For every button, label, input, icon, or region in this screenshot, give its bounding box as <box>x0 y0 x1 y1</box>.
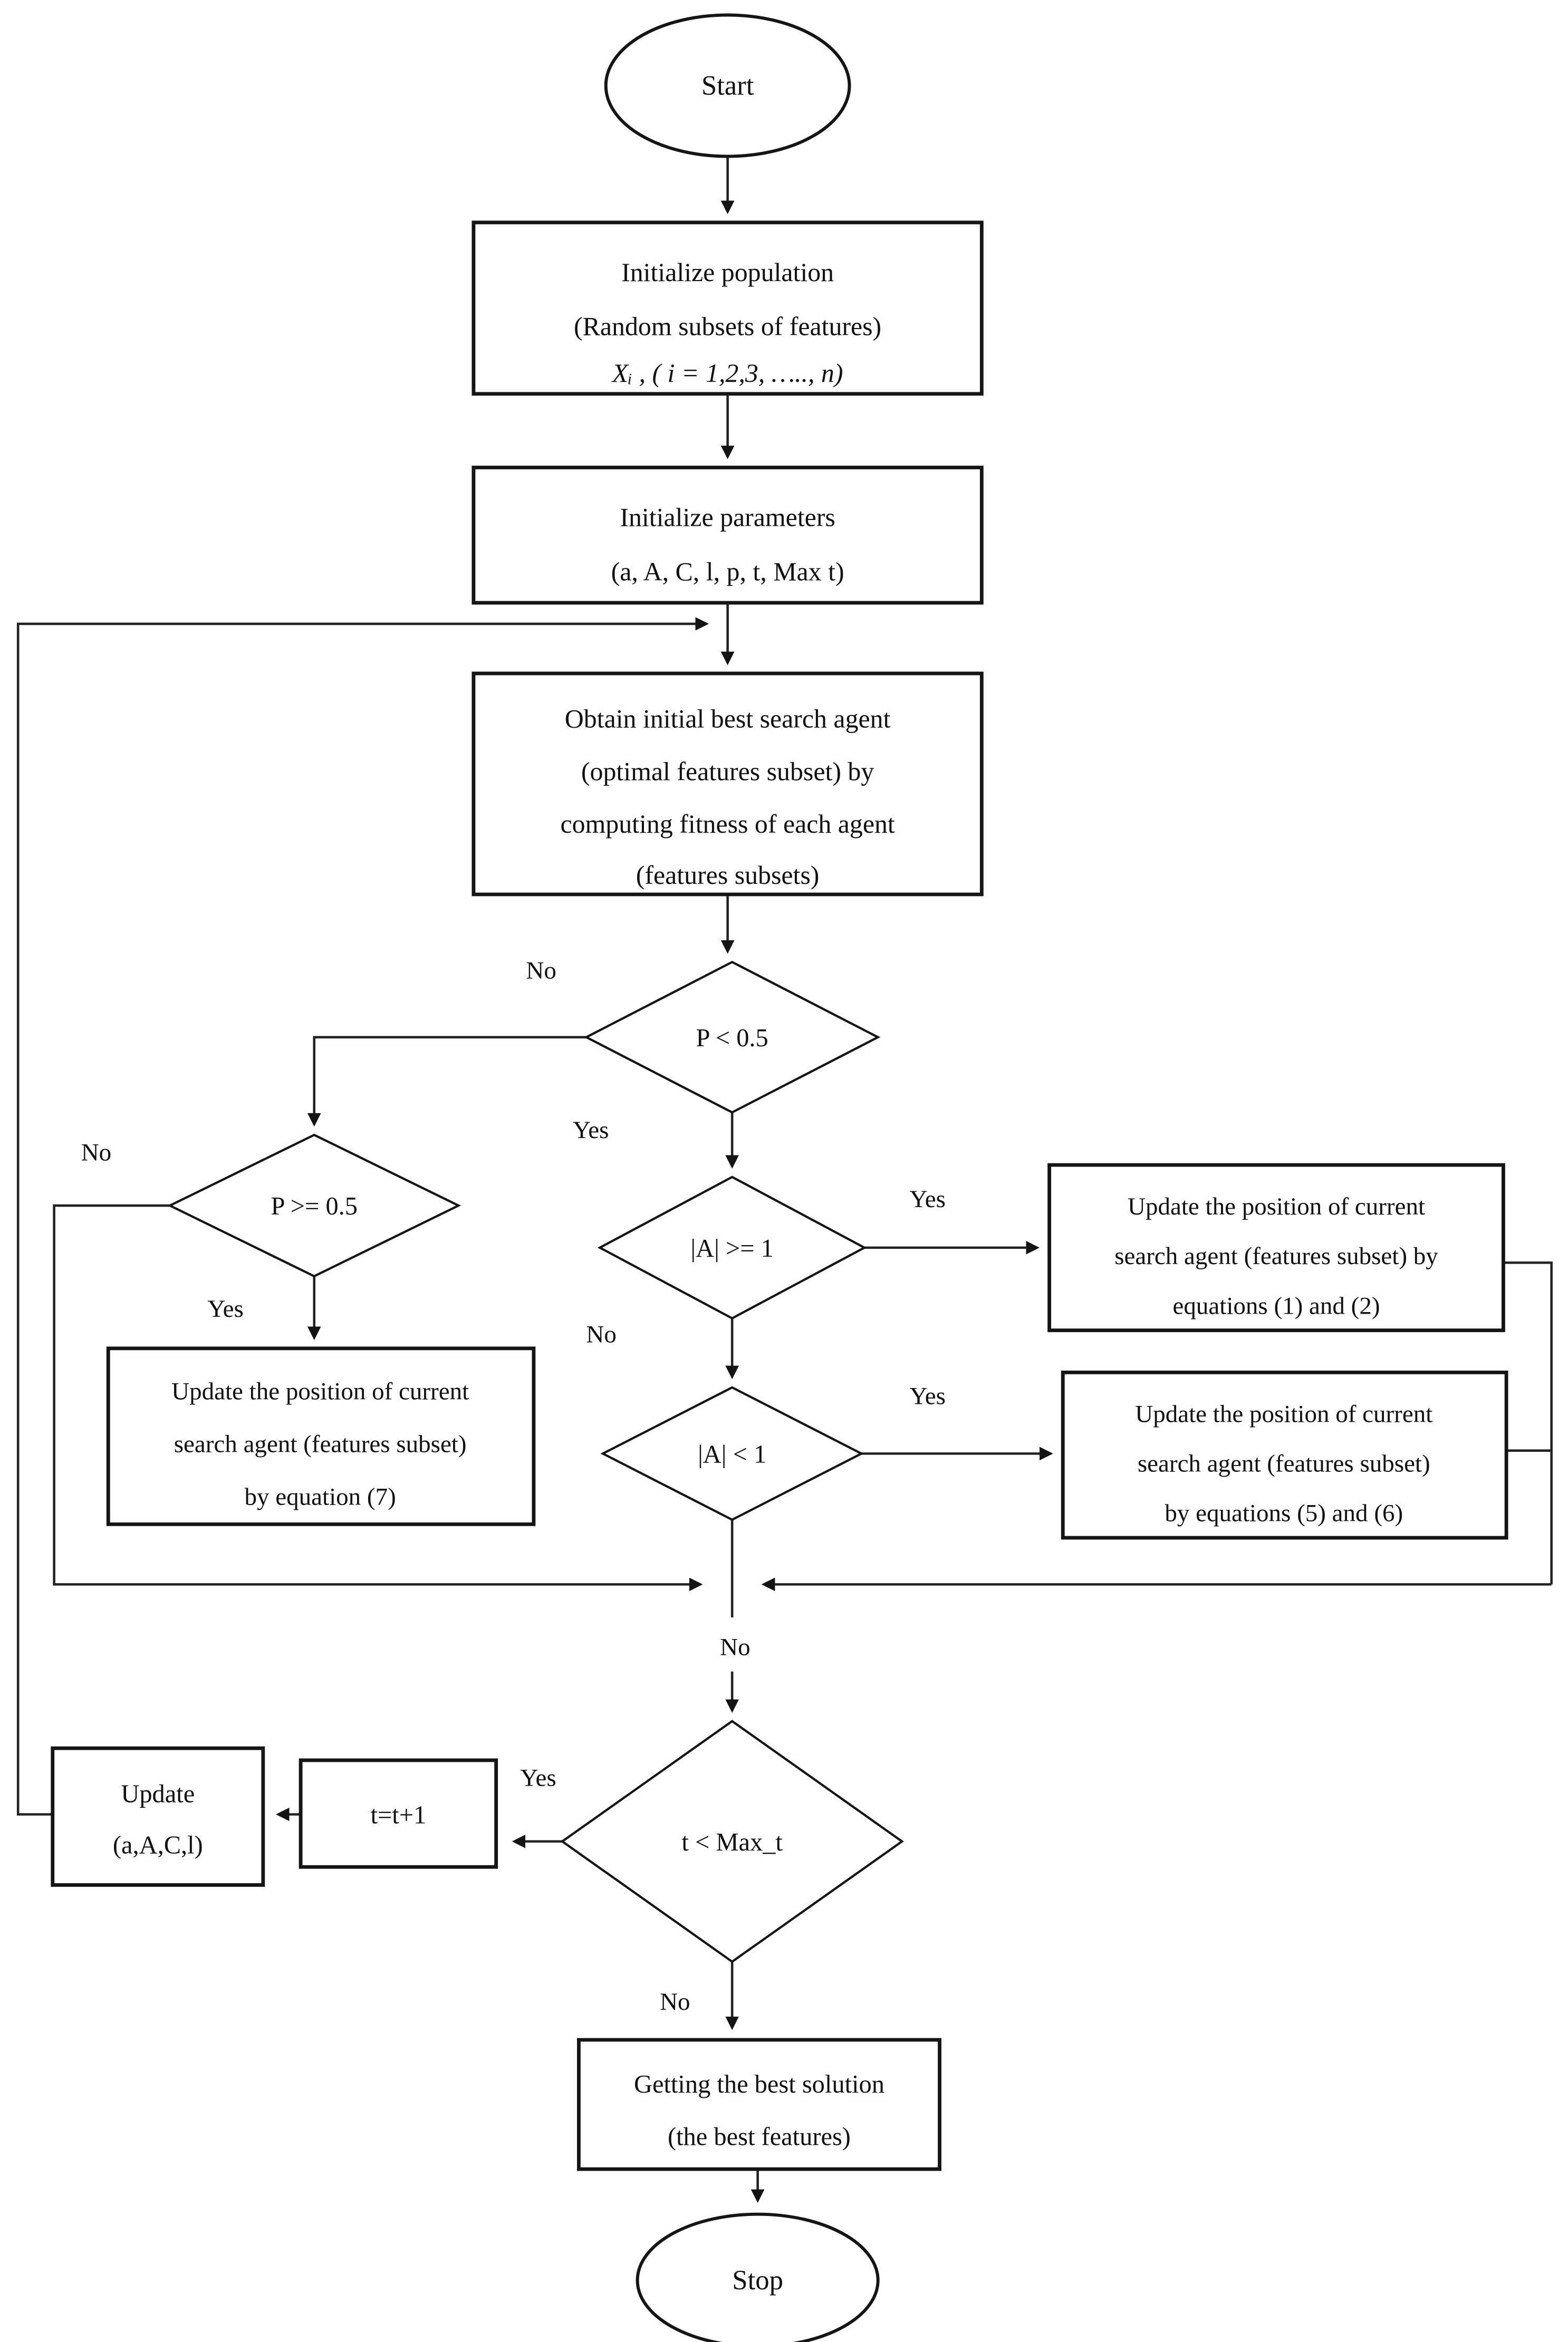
node-p-ge-decision: P >= 0.5 <box>167 1133 461 1278</box>
obtain-best-line2: (optimal features subset) by <box>581 757 874 786</box>
update-eq56-line2: search agent (features subset) <box>1138 1450 1430 1478</box>
init-population-line3: Xᵢ , ( i = 1,2,3, ….., n) <box>611 359 843 388</box>
increment-t-box <box>299 1758 498 1869</box>
init-parameters-box <box>472 466 984 605</box>
node-update-eq12: Update the position of current search ag… <box>1047 1163 1505 1333</box>
edge-labels: No Yes No Yes Yes No Yes No Yes No <box>81 957 946 2016</box>
p-ge-label: P >= 0.5 <box>271 1192 358 1220</box>
t-less-diamond <box>560 1720 904 1963</box>
a-ge-label: |A| >= 1 <box>690 1235 773 1262</box>
label-t-less-yes: Yes <box>520 1764 556 1791</box>
obtain-best-line4: (features subsets) <box>636 861 820 890</box>
p-less-label: P < 0.5 <box>696 1024 768 1052</box>
update-eq7-line1: Update the position of current <box>171 1378 469 1405</box>
node-init-population: Initialize population (Random subsets of… <box>472 220 984 396</box>
node-p-less-decision: P < 0.5 <box>584 960 881 1114</box>
obtain-best-line1: Obtain initial best search agent <box>565 705 891 734</box>
a-lt-label: |A| < 1 <box>698 1440 766 1468</box>
update-eq12-line3: equations (1) and (2) <box>1173 1292 1380 1319</box>
node-best-solution: Getting the best solution (the best feat… <box>576 2038 941 2171</box>
label-merge-no: No <box>720 1633 750 1661</box>
label-a-ge-yes: Yes <box>910 1186 946 1213</box>
p-ge-diamond <box>167 1133 461 1278</box>
a-lt-diamond <box>600 1386 864 1521</box>
edge-update-params-loop-back <box>16 617 709 1816</box>
node-t-less-decision: t < Max_t <box>560 1720 904 1963</box>
update-params-box <box>51 1746 265 1887</box>
update-params-line2: (a,A,C,l) <box>113 1832 203 1859</box>
p-less-diamond <box>584 960 881 1114</box>
node-update-eq7: Update the position of current search ag… <box>106 1346 536 1526</box>
a-ge-diamond <box>597 1175 867 1320</box>
label-a-lt-yes: Yes <box>910 1382 946 1410</box>
t-less-label: t < Max_t <box>681 1828 783 1856</box>
label-t-less-no: No <box>660 1988 690 2016</box>
edge-p-ge-no-to-merge <box>53 1204 703 1592</box>
label-p-less-yes: Yes <box>573 1116 609 1144</box>
update-params-line1: Update <box>121 1780 195 1808</box>
node-start: Start <box>604 13 851 158</box>
stop-label: Stop <box>732 2265 783 2296</box>
obtain-best-box <box>472 671 984 897</box>
edge-p-less-no-to-p-ge <box>307 1036 586 1127</box>
stop-terminator-shape <box>636 2212 880 2342</box>
node-stop: Stop <box>636 2212 880 2342</box>
update-eq56-line3: by equations (5) and (6) <box>1165 1500 1403 1527</box>
label-p-ge-yes: Yes <box>207 1295 243 1323</box>
node-update-eq56: Update the position of current search ag… <box>1061 1371 1508 1540</box>
update-eq7-box <box>106 1346 536 1526</box>
node-a-ge-decision: |A| >= 1 <box>597 1175 867 1320</box>
update-eq12-line2: search agent (features subset) by <box>1114 1242 1438 1270</box>
increment-t-label: t=t+1 <box>370 1801 426 1829</box>
update-eq12-line1: Update the position of current <box>1128 1193 1425 1220</box>
update-eq12-box <box>1047 1163 1505 1333</box>
label-p-less-no: No <box>526 957 556 985</box>
update-eq7-line3: by equation (7) <box>245 1483 396 1510</box>
init-parameters-line2: (a, A, C, l, p, t, Max t) <box>611 557 844 586</box>
init-population-line2: (Random subsets of features) <box>574 312 881 341</box>
start-label: Start <box>701 71 754 101</box>
node-init-parameters: Initialize parameters (a, A, C, l, p, t,… <box>472 466 984 605</box>
update-eq7-line2: search agent (features subset) <box>174 1431 467 1458</box>
label-a-ge-no: No <box>586 1321 616 1348</box>
best-solution-line2: (the best features) <box>668 2123 851 2151</box>
node-update-params: Update (a,A,C,l) <box>51 1746 265 1887</box>
best-solution-line1: Getting the best solution <box>634 2070 884 2098</box>
obtain-best-line3: computing fitness of each agent <box>560 809 894 839</box>
best-solution-box <box>576 2038 941 2171</box>
node-a-lt-decision: |A| < 1 <box>600 1386 864 1521</box>
update-eq56-box <box>1061 1371 1508 1540</box>
node-obtain-best: Obtain initial best search agent (optima… <box>472 671 984 897</box>
init-population-line1: Initialize population <box>621 258 834 287</box>
edges <box>16 156 1553 2203</box>
init-parameters-line1: Initialize parameters <box>620 503 835 532</box>
edge-update-eq12-out <box>1503 1261 1553 1585</box>
update-eq56-line1: Update the position of current <box>1135 1401 1432 1428</box>
label-p-ge-no: No <box>81 1139 111 1167</box>
init-population-box <box>472 220 984 396</box>
node-increment-t: t=t+1 <box>299 1758 498 1869</box>
start-terminator-shape <box>604 13 851 158</box>
